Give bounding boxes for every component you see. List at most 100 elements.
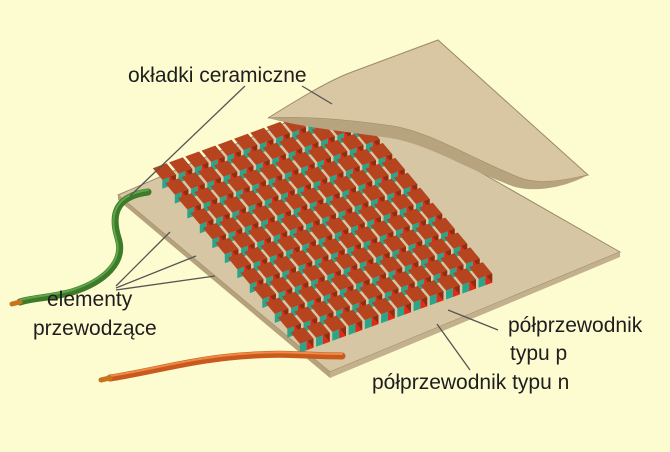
conductor-strip xyxy=(329,196,353,213)
conductor-strip xyxy=(402,208,426,225)
conductor-strip xyxy=(234,133,258,151)
p-type-leg xyxy=(174,192,182,204)
conductor-strip xyxy=(339,309,363,326)
conductor-strip xyxy=(325,217,349,234)
conductor-strip xyxy=(440,253,464,270)
conductor-strip xyxy=(431,217,455,234)
p-type-leg xyxy=(256,162,263,174)
top-plate-underside xyxy=(268,117,588,190)
p-type-leg xyxy=(299,341,307,353)
p-type-leg xyxy=(323,293,331,306)
conductor-strip xyxy=(219,217,243,234)
p-type-leg xyxy=(178,171,186,183)
conductor-strip xyxy=(152,163,176,180)
conductor-strip xyxy=(202,223,226,240)
conductor-strip xyxy=(420,280,444,297)
conductor-strip xyxy=(255,184,279,201)
leader-p-type xyxy=(447,309,499,331)
conductor-strip xyxy=(369,143,393,160)
conductor-strip xyxy=(456,247,480,264)
p-type-leg xyxy=(348,323,356,335)
conductor-strip xyxy=(312,202,336,219)
conductor-strip xyxy=(287,172,311,189)
p-type-leg xyxy=(253,260,261,273)
conductor-strip xyxy=(295,130,319,148)
p-type-leg xyxy=(364,317,372,330)
p-type-leg xyxy=(293,207,301,219)
conductor-strip xyxy=(349,169,373,187)
p-type-leg xyxy=(331,252,338,264)
orange-wire-tip xyxy=(98,375,113,383)
conductor-strip xyxy=(251,205,275,222)
conductor-strip xyxy=(210,181,234,198)
conductor-strip xyxy=(271,178,295,195)
p-type-leg xyxy=(306,222,313,234)
p-type-leg xyxy=(203,201,211,213)
conductor-strip xyxy=(190,208,214,225)
conductor-strip xyxy=(267,199,291,216)
conductor-strip xyxy=(226,175,250,192)
conductor-strip xyxy=(244,246,268,264)
conductor-strip xyxy=(306,321,330,338)
conductor-strip xyxy=(240,267,264,285)
p-type-leg xyxy=(243,147,251,160)
p-type-leg xyxy=(376,255,383,267)
label-p-type-line2: typu p xyxy=(510,342,567,365)
p-type-leg xyxy=(462,282,470,294)
conductor-strip xyxy=(169,157,193,174)
p-type-leg xyxy=(311,278,318,291)
p-type-leg xyxy=(262,296,270,308)
conductor-strip xyxy=(334,253,358,270)
conductor-strip xyxy=(217,139,241,156)
conductor-strip xyxy=(381,157,405,175)
label-conductive-elements-line1: elementy xyxy=(47,288,133,311)
conductor-strip xyxy=(342,288,366,306)
conductor-strip xyxy=(419,202,443,219)
conductor-strip xyxy=(235,211,259,228)
conductor-strip xyxy=(222,196,246,213)
p-type-leg xyxy=(351,225,358,237)
p-type-leg xyxy=(318,237,326,249)
p-type-leg xyxy=(261,219,268,231)
p-type-leg xyxy=(343,266,351,279)
conductor-strip xyxy=(260,241,284,258)
conductor-strip xyxy=(269,276,293,294)
conductor-strip xyxy=(292,229,316,246)
conductor-strip xyxy=(280,214,304,231)
conductor-strip xyxy=(365,163,389,181)
conductor-strip xyxy=(264,220,288,237)
conductor-strip xyxy=(300,187,324,204)
conductor-strip xyxy=(284,193,308,210)
p-type-leg xyxy=(212,236,220,249)
conductor-strip xyxy=(296,208,320,225)
p-type-leg xyxy=(199,221,207,234)
conductor-strip xyxy=(341,211,365,228)
conductor-strip xyxy=(411,244,435,261)
conductor-strip xyxy=(336,154,360,172)
conductor-strip xyxy=(231,232,255,249)
p-type-leg xyxy=(446,288,453,300)
p-type-leg xyxy=(241,245,248,258)
p-type-leg xyxy=(332,329,340,341)
green-wire xyxy=(16,188,152,306)
conductor-strip xyxy=(239,190,263,207)
conductor-strip xyxy=(374,199,398,216)
conductor-strip xyxy=(406,187,430,205)
orange-wire-highlight xyxy=(109,351,343,377)
conductor-strip xyxy=(247,226,271,243)
conductor-strip xyxy=(395,250,419,267)
conductor-strip xyxy=(259,163,283,180)
conductor-strip xyxy=(307,145,331,163)
label-n-type: półprzewodnik typu n xyxy=(372,371,569,394)
conductor-strip xyxy=(276,235,300,252)
p-type-leg xyxy=(228,230,236,243)
conductor-strip xyxy=(362,262,386,279)
conductor-strip xyxy=(352,148,376,166)
conductor-strip xyxy=(215,237,239,255)
conductor-strip xyxy=(311,125,335,142)
leader-ceramic-top xyxy=(301,85,333,105)
green-wire-tip xyxy=(9,299,23,307)
conductor-strip xyxy=(379,256,403,273)
p-type-leg xyxy=(162,177,170,189)
